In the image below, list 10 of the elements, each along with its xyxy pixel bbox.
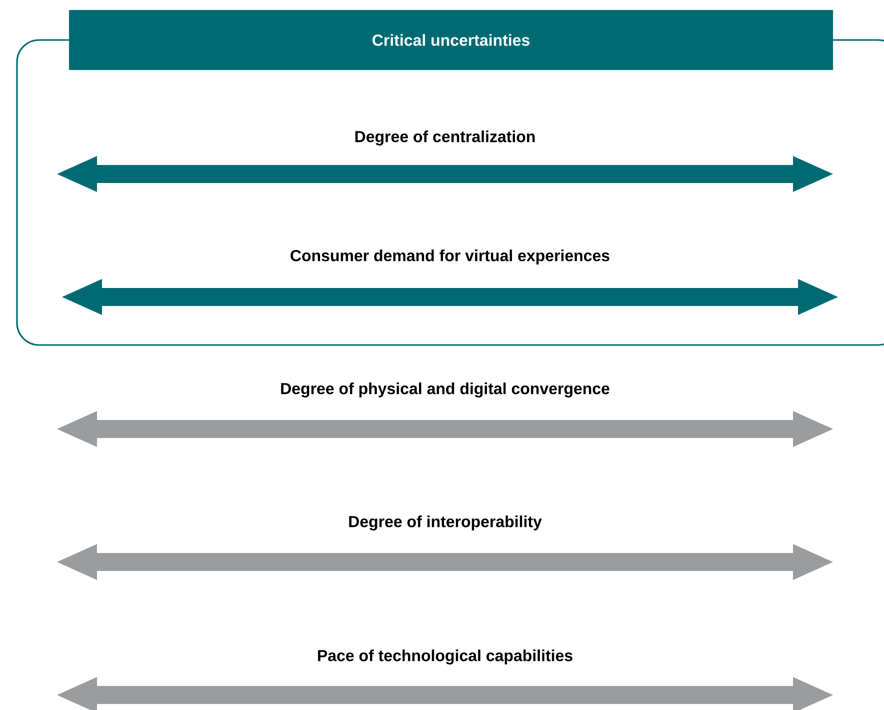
double-arrow-scale: Pace of technological capabilities (57, 650, 833, 710)
node-label: Degree of physical and digital convergence (281, 382, 610, 398)
node-label: Degree of centralization (355, 130, 535, 146)
double-arrow-scale: Consumer demand for virtual experiences (62, 250, 838, 315)
node-label: Pace of technological capabilities (318, 650, 572, 664)
node-label: Degree of interoperability (349, 516, 542, 530)
node-label: Consumer demand for virtual experiences (290, 250, 610, 264)
double-arrow-scale: Degree of physical and digital convergence (57, 382, 833, 447)
double-arrow-scale: Degree of interoperability (57, 516, 833, 580)
double-arrow-scale: Degree of centralization (57, 130, 833, 192)
